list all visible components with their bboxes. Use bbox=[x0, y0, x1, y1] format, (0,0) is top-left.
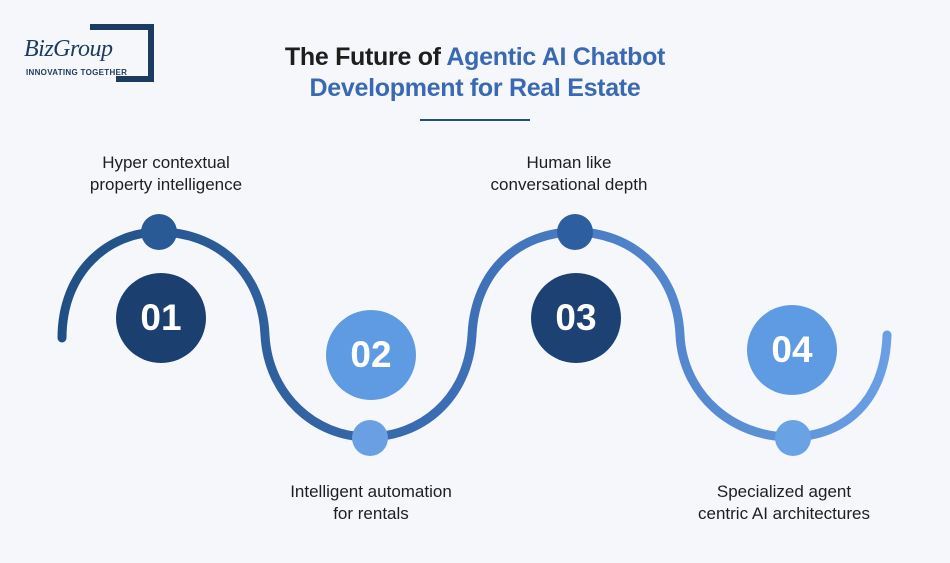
step-3-node bbox=[557, 214, 593, 250]
step-4-node bbox=[775, 420, 811, 456]
logo-wordmark: BizGroup bbox=[24, 36, 113, 62]
step-4-number-circle bbox=[747, 305, 837, 395]
title-accent-line2: Development for Real Estate bbox=[309, 74, 641, 102]
step-1-number: 01 bbox=[140, 297, 182, 338]
step-1-node bbox=[141, 214, 177, 250]
step-2-label-line1: Intelligent automation bbox=[290, 482, 452, 501]
step-3-label: Human like conversational depth bbox=[439, 152, 699, 196]
step-2-label: Intelligent automation for rentals bbox=[241, 481, 501, 525]
step-4-number: 04 bbox=[771, 329, 813, 370]
title-accent-line1: Agentic AI Chatbot bbox=[446, 43, 666, 71]
step-4-label-line2: centric AI architectures bbox=[698, 504, 870, 523]
step-1-label-line2: property intelligence bbox=[89, 175, 243, 194]
step-2-label-line2: for rentals bbox=[333, 504, 409, 523]
step-2-number: 02 bbox=[350, 334, 392, 375]
bizgroup-logo: BizGroup INNOVATING TOGETHER bbox=[24, 24, 159, 84]
wave-path bbox=[57, 227, 892, 442]
step-3-label-line1: Human like bbox=[526, 153, 612, 172]
title-underline bbox=[420, 119, 530, 121]
step-4-label-line1: Specialized agent bbox=[716, 482, 852, 501]
title-part1: The Future of bbox=[284, 43, 447, 71]
step-4-label: Specialized agent centric AI architectur… bbox=[654, 481, 914, 525]
logo-tagline: INNOVATING TOGETHER bbox=[26, 68, 128, 77]
step-2-node bbox=[352, 420, 388, 456]
step-1-number-circle bbox=[116, 273, 206, 363]
step-3-label-line2: conversational depth bbox=[490, 175, 648, 194]
step-2-number-circle bbox=[326, 310, 416, 400]
step-1-label: Hyper contextual property intelligence bbox=[36, 152, 296, 196]
step-3-number: 03 bbox=[555, 297, 597, 338]
logo-frame-top bbox=[90, 24, 154, 30]
step-1-label-line1: Hyper contextual bbox=[102, 153, 230, 172]
step-3-number-circle bbox=[531, 273, 621, 363]
page-title: The Future of Agentic AI Chatbot Develop… bbox=[225, 42, 725, 104]
